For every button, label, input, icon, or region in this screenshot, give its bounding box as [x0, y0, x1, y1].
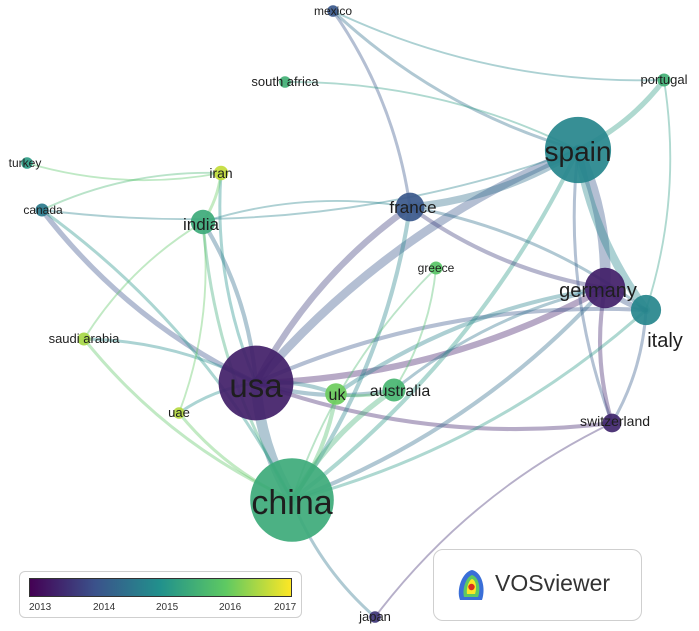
label-mexico: mexico — [314, 4, 352, 18]
link-australia-greece — [393, 267, 437, 391]
link-usa-spain — [251, 145, 583, 388]
link-france-mexico — [331, 9, 412, 209]
label-japan: japan — [358, 609, 391, 624]
label-china: china — [251, 484, 332, 522]
label-uk: uk — [329, 387, 347, 404]
label-canada: canada — [23, 203, 63, 217]
link-usa-germany — [252, 284, 609, 387]
link-canada-spain — [41, 149, 579, 221]
link-usa-italy — [253, 306, 649, 386]
label-switzerland: switzerland — [580, 413, 650, 429]
node-canada[interactable] — [35, 203, 49, 217]
node-turkey[interactable] — [21, 157, 33, 169]
vosviewer-logo-box: VOSviewer — [433, 549, 642, 621]
label-turkey: turkey — [9, 156, 42, 170]
link-japan-switzerland — [374, 422, 613, 618]
legend-tick-2013: 2013 — [29, 602, 52, 613]
link-china-italy — [290, 308, 648, 502]
node-switzerland[interactable] — [602, 413, 622, 433]
link-turkey-iran — [26, 162, 222, 182]
legend-tick-2014: 2014 — [93, 602, 116, 613]
link-south_africa-spain — [284, 81, 579, 151]
link-spain-switzerland — [572, 148, 614, 425]
legend-tick-2015: 2015 — [156, 602, 179, 613]
legend-tick-2017: 2017 — [274, 602, 297, 613]
vosviewer-logo-text: VOSviewer — [495, 570, 611, 596]
label-france: france — [389, 198, 436, 217]
label-germany: germany — [559, 280, 637, 302]
node-italy[interactable] — [630, 294, 662, 326]
node-germany[interactable] — [584, 267, 626, 309]
label-greece: greece — [418, 261, 455, 275]
label-usa: usa — [229, 367, 283, 404]
label-portugal: portugal — [641, 72, 688, 87]
node-south-africa[interactable] — [279, 76, 291, 88]
link-portugal-italy — [645, 79, 672, 311]
color-legend: 2013 2014 2015 2016 2017 — [19, 571, 302, 618]
vosviewer-logo-icon — [458, 570, 484, 600]
node-saudi-arabia[interactable] — [77, 332, 91, 346]
node-india[interactable] — [190, 209, 216, 235]
link-mexico-portugal — [332, 10, 665, 82]
link-spain-mexico — [331, 9, 580, 152]
label-india: india — [183, 215, 219, 234]
link-usa-switzerland — [253, 380, 615, 432]
link-germany-france — [407, 204, 608, 291]
node-iran[interactable] — [213, 165, 229, 181]
link-australia-germany — [392, 286, 607, 392]
link-india-uae — [178, 221, 207, 414]
link-france-india — [202, 200, 411, 223]
node-spain[interactable] — [544, 116, 612, 184]
node-australia[interactable] — [382, 378, 406, 402]
link-china-canada — [40, 208, 294, 502]
link-india-saudi_arabia — [83, 221, 204, 340]
links-layer — [26, 9, 672, 619]
link-germany-china — [289, 285, 608, 503]
node-portugal[interactable] — [657, 73, 671, 87]
link-switzerland-italy — [610, 308, 648, 425]
node-france[interactable] — [395, 192, 425, 222]
node-uk[interactable] — [325, 383, 347, 405]
label-italy: italy — [647, 330, 683, 352]
node-uae[interactable] — [173, 407, 185, 419]
node-japan[interactable] — [369, 611, 381, 623]
link-france-china — [289, 204, 413, 503]
nodes-layer — [21, 5, 671, 623]
legend-tick-2016: 2016 — [219, 602, 242, 613]
link-spain-china — [289, 147, 581, 503]
color-scale-bar — [29, 578, 292, 597]
label-uae: uae — [168, 405, 190, 420]
label-south-africa: south africa — [251, 74, 319, 89]
label-saudi-arabia: saudi arabia — [49, 331, 121, 346]
labels-layer: usa china spain germany italy france india aust… — [9, 4, 688, 624]
label-spain: spain — [545, 136, 612, 167]
link-germany-uk — [333, 285, 608, 397]
label-iran: iran — [209, 165, 232, 181]
node-china[interactable] — [250, 458, 334, 542]
node-mexico[interactable] — [327, 5, 339, 17]
node-usa[interactable] — [218, 345, 294, 421]
link-canada-iran — [41, 171, 222, 211]
node-greece[interactable] — [429, 261, 443, 275]
label-australia: australia — [370, 383, 431, 400]
